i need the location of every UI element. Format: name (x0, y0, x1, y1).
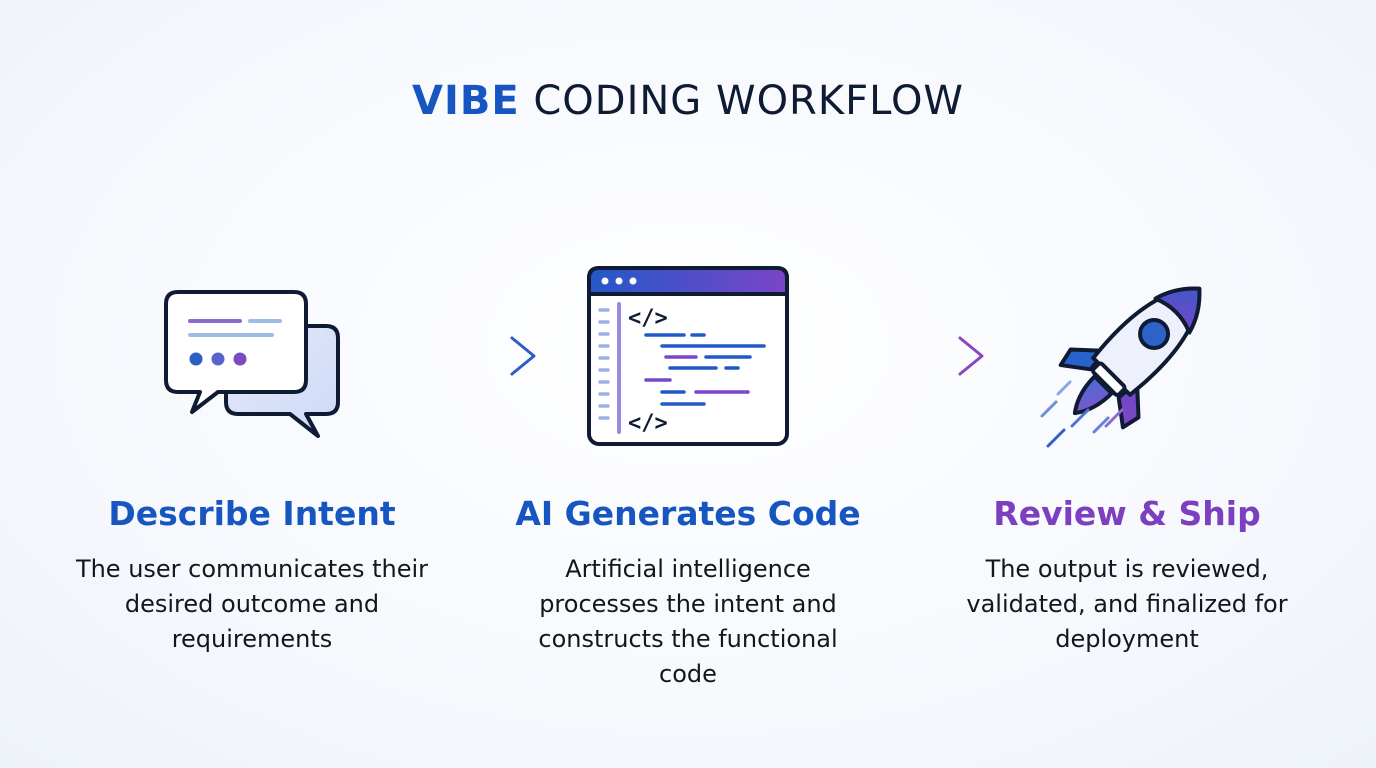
page-title: VIBE CODING WORKFLOW (0, 78, 1376, 124)
step-description-review-ship: The output is reviewed, validated, and f… (966, 555, 1288, 653)
code-close-tag: </> (628, 411, 668, 436)
title-rest: CODING WORKFLOW (519, 78, 964, 124)
code-open-tag: </> (628, 306, 668, 331)
step-title-describe-intent: Describe Intent (108, 494, 396, 533)
step-description-describe-intent: The user communicates their desired outc… (75, 555, 429, 653)
step-title-ai-generates-code: AI Generates Code (515, 494, 861, 533)
arrow-right-icon (391, 336, 536, 376)
chat-bubbles-icon (164, 290, 340, 438)
step-title-review-ship: Review & Ship (993, 494, 1261, 533)
rocket-icon (1040, 286, 1202, 448)
title-accent: VIBE (412, 78, 520, 124)
step-description-ai-generates-code: Artificial intelligence processes the in… (538, 555, 838, 688)
arrow-right-icon (839, 336, 984, 376)
code-window-icon: </> </> (587, 266, 789, 446)
